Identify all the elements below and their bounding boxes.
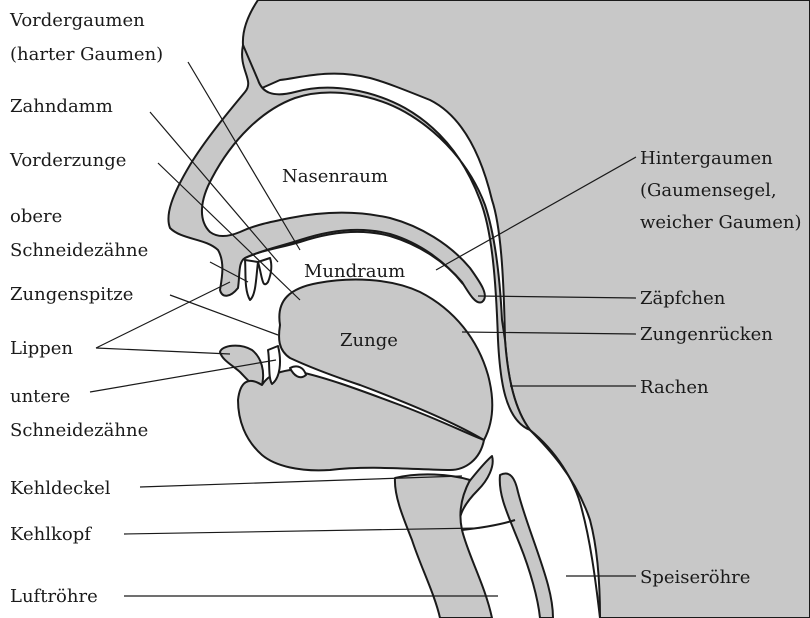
upper-incisor [245,260,258,300]
label-zungenspitze: Zungenspitze [10,284,133,305]
label-nasenraum: Nasenraum [282,166,388,187]
esophagus [500,474,553,618]
label-untere-line1: untere [10,386,70,407]
label-untere-line2: Schneidezähne [10,420,148,441]
label-luftroehre: Luftröhre [10,586,98,607]
label-kehlkopf: Kehlkopf [10,524,92,545]
label-rachen: Rachen [640,377,709,398]
label-zunge: Zunge [340,330,398,351]
label-hintergaumen-line2: (Gaumensegel, [640,180,777,201]
leader-zungenspitze [170,295,278,335]
label-vordergaumen-line1: Vordergaumen [9,10,145,31]
label-zungenruecken: Zungenrücken [640,324,773,345]
label-zaepfchen: Zäpfchen [640,288,726,309]
leader-lippen-lower [96,348,230,354]
label-obere-line2: Schneidezähne [10,240,148,261]
label-vordergaumen-line2: (harter Gaumen) [10,44,163,65]
label-lippen: Lippen [10,338,73,359]
label-kehldeckel: Kehldeckel [10,478,111,499]
label-mundraum: Mundraum [304,261,405,282]
label-zahndamm: Zahndamm [10,96,113,117]
label-vorderzunge: Vorderzunge [9,150,126,171]
label-speiseroehre: Speiseröhre [640,567,750,588]
label-hintergaumen-line1: Hintergaumen [640,148,773,169]
label-hintergaumen-line3: weicher Gaumen) [640,212,802,233]
label-obere-line1: obere [10,206,62,227]
